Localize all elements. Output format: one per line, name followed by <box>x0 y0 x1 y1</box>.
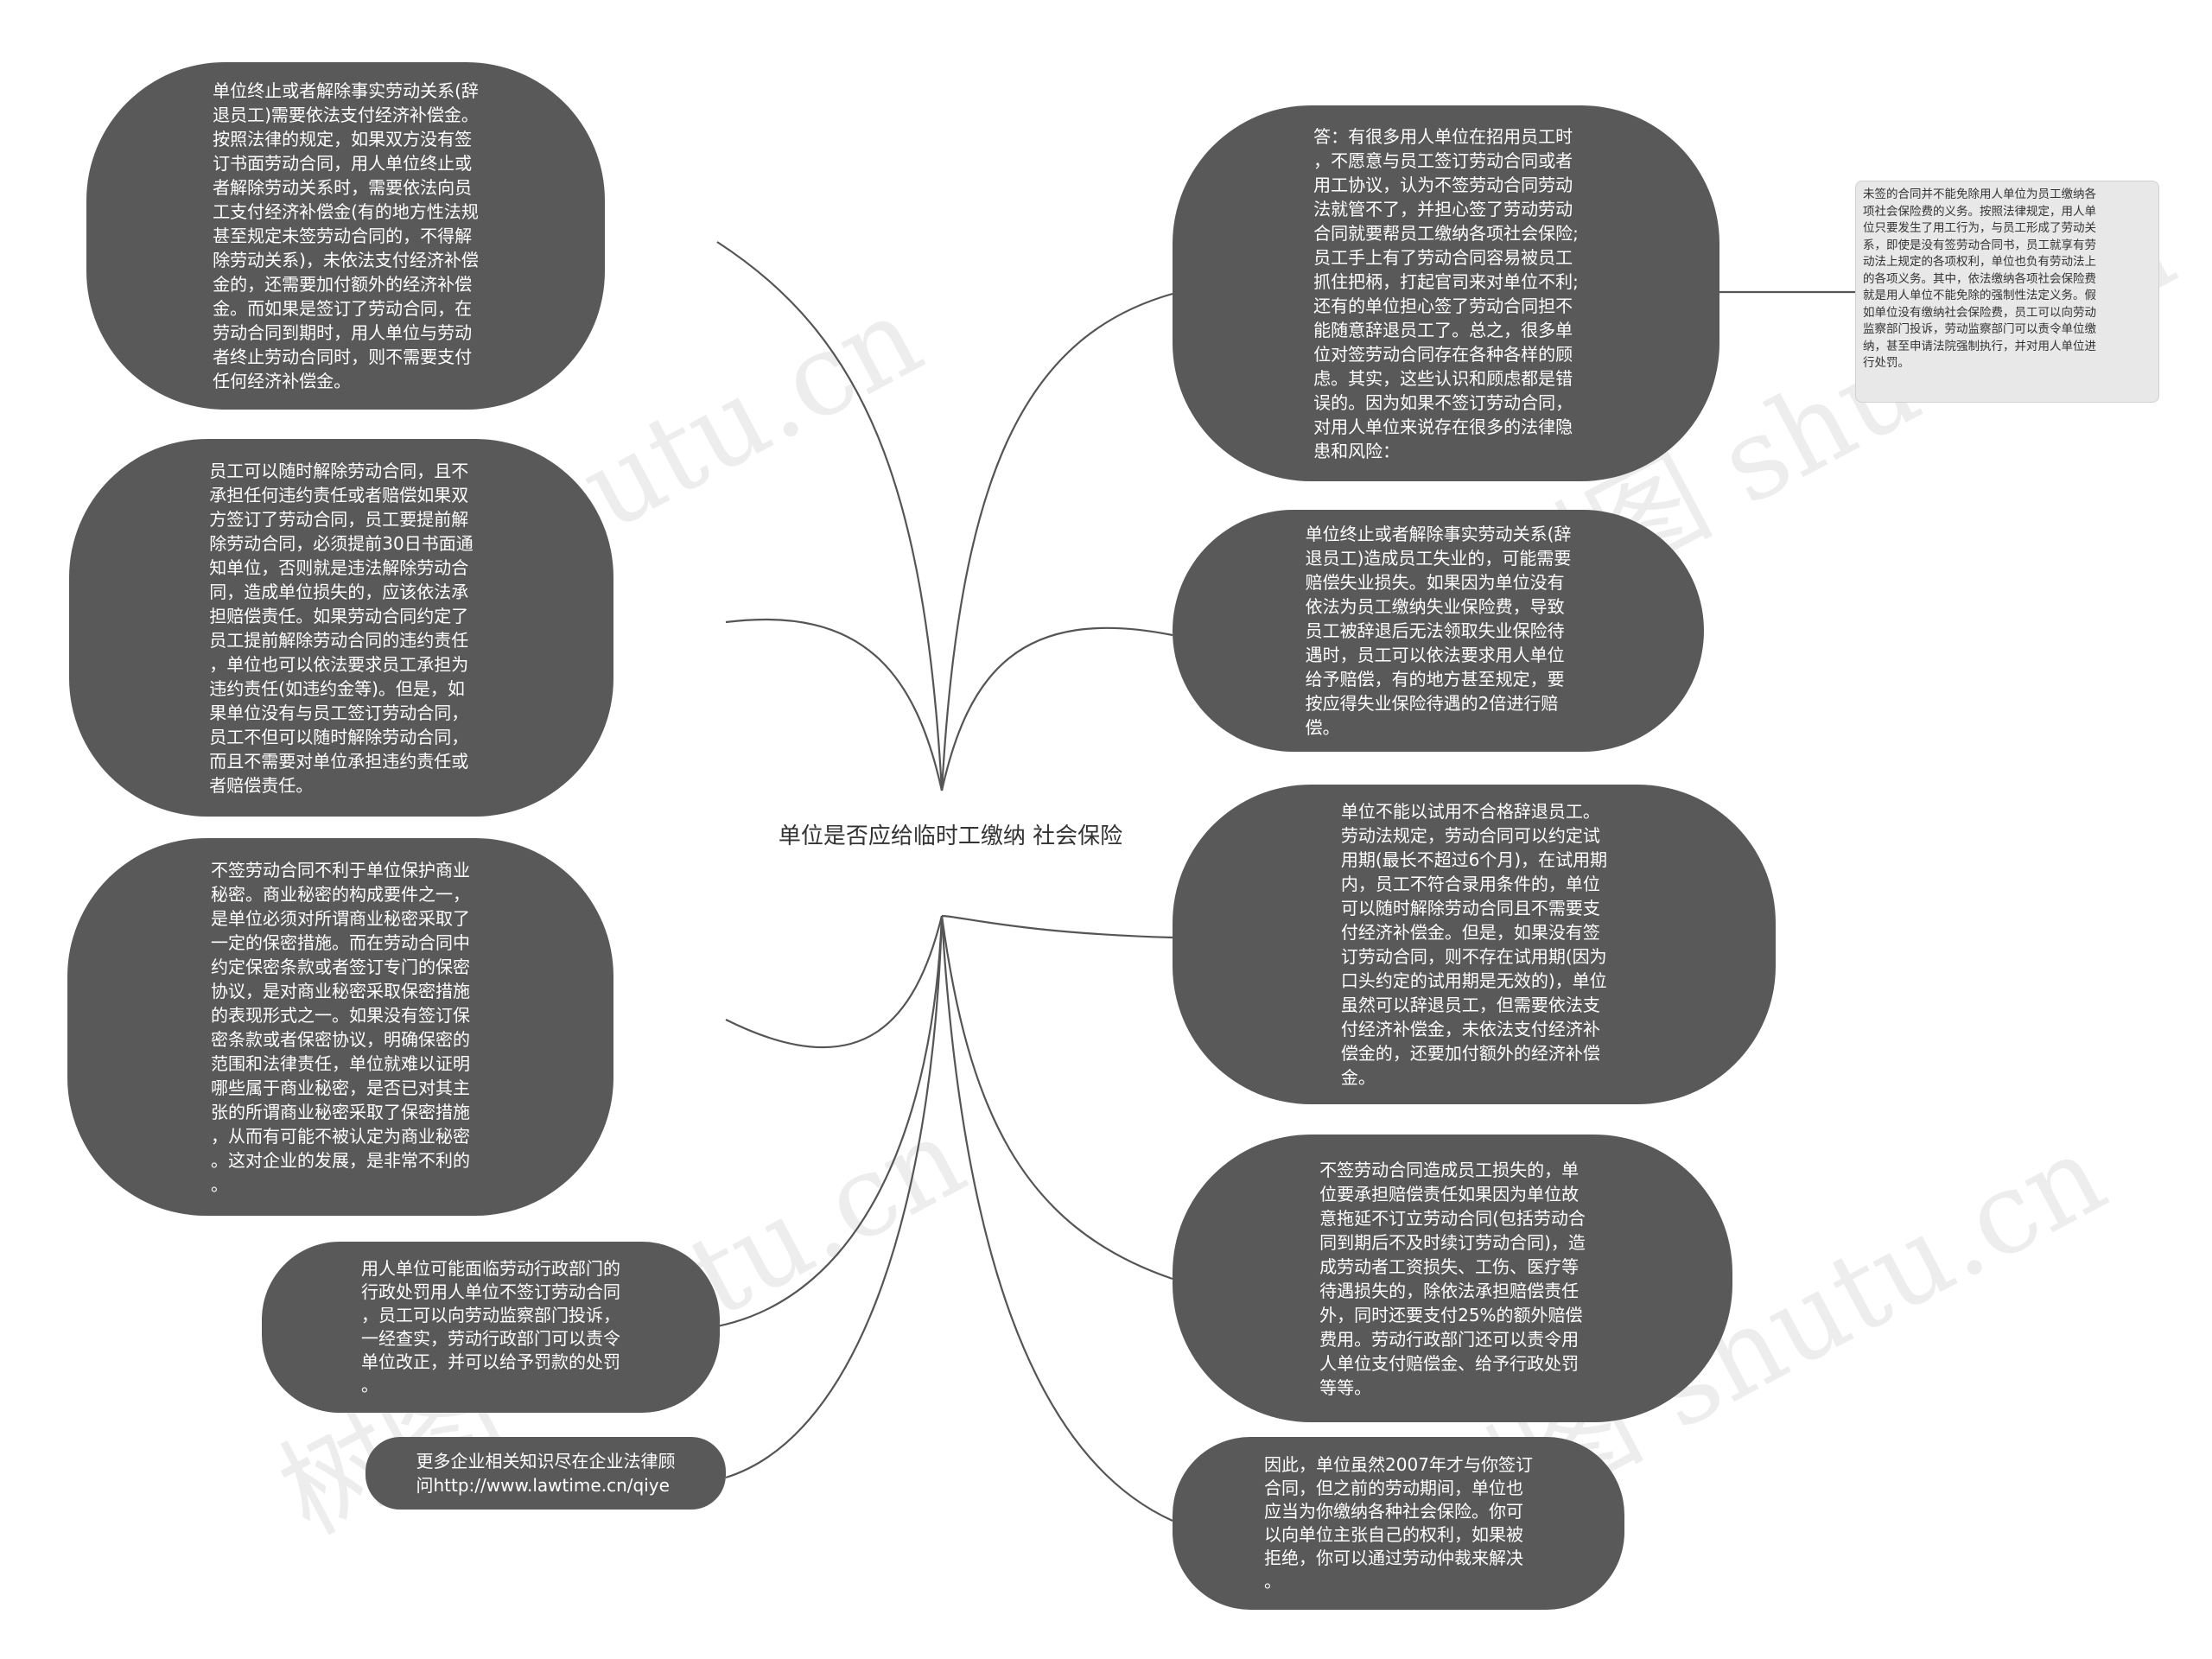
topic-text: 更多企业相关知识尽在企业法律顾 问http://www.lawtime.cn/q… <box>416 1451 676 1496</box>
topic-node[interactable]: 用人单位可能面临劳动行政部门的 行政处罚用人单位不签订劳动合同 ，员工可以向劳动… <box>262 1242 720 1413</box>
topic-node[interactable]: 单位不能以试用不合格辞退员工。 劳动法规定，劳动合同可以约定试 用期(最长不超过… <box>1173 785 1776 1104</box>
topic-node[interactable]: 单位终止或者解除事实劳动关系(辞 退员工)造成员工失业的，可能需要 赔偿失业损失… <box>1173 510 1704 752</box>
topic-text: 答：有很多用人单位在招用员工时 ，不愿意与员工签订劳动合同或者 用工协议，认为不… <box>1313 125 1579 461</box>
topic-text: 不签劳动合同不利于单位保护商业 秘密。商业秘密的构成要件之一， 是单位必须对所谓… <box>211 859 470 1195</box>
central-topic[interactable]: 单位是否应给临时工缴纳 社会保险 <box>778 823 1123 849</box>
link-center-r4 <box>940 915 1173 1281</box>
link-center-l5 <box>725 915 944 1479</box>
link-center-l3 <box>725 915 944 1049</box>
link-center-l4 <box>716 915 944 1328</box>
detail-note[interactable]: 未签的合同并不能免除用人单位为员工缴纳各 项社会保险费的义务。按照法律规定，用人… <box>1855 181 2159 403</box>
topic-node[interactable]: 更多企业相关知识尽在企业法律顾 问http://www.lawtime.cn/q… <box>365 1437 726 1510</box>
topic-node[interactable]: 不签劳动合同不利于单位保护商业 秘密。商业秘密的构成要件之一， 是单位必须对所谓… <box>67 838 613 1216</box>
link-center-r2 <box>940 626 1173 791</box>
topic-text: 员工可以随时解除劳动合同，且不 承担任何违约责任或者赔偿如果双 方签订了劳动合同… <box>209 460 474 796</box>
topic-node[interactable]: 答：有很多用人单位在招用员工时 ，不愿意与员工签订劳动合同或者 用工协议，认为不… <box>1173 105 1719 481</box>
topic-text: 单位终止或者解除事实劳动关系(辞 退员工)需要依法支付经济补偿金。 按照法律的规… <box>213 80 479 391</box>
topic-text: 不签劳动合同造成员工损失的，单 位要承担赔偿责任如果因为单位故 意拖延不订立劳动… <box>1319 1159 1586 1398</box>
topic-node[interactable]: 员工可以随时解除劳动合同，且不 承担任何违约责任或者赔偿如果双 方签订了劳动合同… <box>69 439 613 817</box>
topic-node[interactable]: 单位终止或者解除事实劳动关系(辞 退员工)需要依法支付经济补偿金。 按照法律的规… <box>86 62 605 410</box>
link-center-l1 <box>716 241 944 791</box>
topic-text: 单位不能以试用不合格辞退员工。 劳动法规定，劳动合同可以约定试 用期(最长不超过… <box>1340 801 1608 1088</box>
topic-node[interactable]: 不签劳动合同造成员工损失的，单 位要承担赔偿责任如果因为单位故 意拖延不订立劳动… <box>1173 1135 1732 1422</box>
detail-note-text: 未签的合同并不能免除用人单位为员工缴纳各 项社会保险费的义务。按照法律规定，用人… <box>1863 188 2096 370</box>
topic-node[interactable]: 因此，单位虽然2007年才与你签订 合同，但之前的劳动期间，单位也 应当为你缴纳… <box>1173 1437 1624 1610</box>
topic-text: 用人单位可能面临劳动行政部门的 行政处罚用人单位不签订劳动合同 ，员工可以向劳动… <box>361 1258 620 1395</box>
topic-text: 因此，单位虽然2007年才与你签订 合同，但之前的劳动期间，单位也 应当为你缴纳… <box>1264 1454 1533 1592</box>
link-center-l2 <box>725 618 944 791</box>
link-center-r1 <box>940 292 1173 791</box>
topic-text: 单位终止或者解除事实劳动关系(辞 退员工)造成员工失业的，可能需要 赔偿失业损失… <box>1305 524 1572 738</box>
link-center-r3 <box>941 914 1173 939</box>
link-center-r5 <box>940 915 1173 1522</box>
